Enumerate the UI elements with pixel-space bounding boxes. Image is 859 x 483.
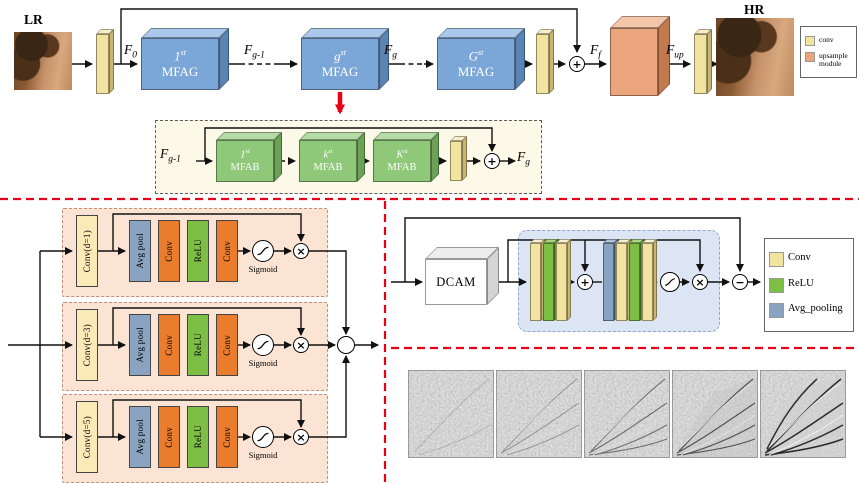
- conv-d1-layer: Conv(d=1): [76, 215, 98, 287]
- subtract-node-dcam: −: [732, 274, 748, 290]
- relu-layer-1: ReLU: [187, 220, 209, 282]
- conv-layer-3a: Conv: [158, 406, 180, 468]
- dcam-conv-layer-2: [556, 239, 571, 321]
- relu-layer-3: ReLU: [187, 406, 209, 468]
- conv-legend-swatch: [805, 35, 815, 46]
- conv-layer-2b: Conv: [216, 314, 238, 376]
- dcam-relu-layer-1: [543, 239, 558, 321]
- multiply-node-1: ×: [293, 243, 309, 259]
- sigmoid-label-3: Sigmoid: [248, 450, 278, 460]
- avg-pool-layer-1: Avg pool: [129, 220, 151, 282]
- dcam-conv-layer-4: [642, 239, 657, 321]
- feature-map-1: [408, 370, 494, 458]
- dcam-legend: Conv ReLU Avg_pooling: [764, 238, 854, 332]
- upsample-legend-label: upsample module: [819, 50, 848, 68]
- sigmoid-curve-icon: [257, 340, 269, 350]
- conv-legend-swatch: [769, 252, 784, 268]
- sigmoid-label-2: Sigmoid: [248, 358, 278, 368]
- fup-label: Fup: [666, 42, 684, 61]
- relu-layer-2: ReLU: [187, 314, 209, 376]
- upsample-legend-swatch: [805, 51, 815, 62]
- sigmoid-label-1: Sigmoid: [248, 264, 278, 274]
- conv-layer-output: [694, 29, 712, 94]
- top-legend: conv upsample module: [800, 26, 857, 78]
- sigmoid-curve-icon: [257, 432, 269, 442]
- sigmoid-curve-icon: [257, 246, 269, 256]
- fg-1-label: Fg-1: [244, 42, 265, 61]
- conv-layer-mfag-detail: [450, 136, 467, 181]
- sigmoid-curve-icon: [665, 278, 675, 286]
- sigmoid-node-3: [252, 426, 274, 448]
- dcam-conv-layer-3: [616, 239, 631, 321]
- relu-legend-swatch: [769, 277, 784, 293]
- detail-input-label: Fg-1: [160, 146, 181, 165]
- avg-pooling-legend-swatch: [769, 302, 784, 318]
- multiply-node-dcam: ×: [692, 274, 708, 290]
- feature-map-4: [672, 370, 758, 458]
- add-node-global: +: [569, 56, 585, 72]
- fg-label: Fg: [384, 42, 397, 61]
- feature-map-3: [584, 370, 670, 458]
- dcam-box: DCAM: [425, 247, 499, 305]
- dcam-conv-layer-1: [530, 239, 545, 321]
- feature-map-5: [760, 370, 846, 458]
- upsample-module: [610, 16, 670, 96]
- conv-layer-1a: Conv: [158, 220, 180, 282]
- add-node-dcam: +: [577, 274, 593, 290]
- conv-legend-label: Conv: [788, 252, 811, 264]
- multiply-node-2: ×: [293, 337, 309, 353]
- ff-label: Ff: [590, 42, 601, 61]
- conv-layer-3b: Conv: [216, 406, 238, 468]
- conv-layer-input: [96, 29, 114, 94]
- avg-pooling-legend-label: Avg_pooling: [788, 302, 843, 314]
- conv-layer-fusion: [536, 29, 554, 94]
- conv-d5-layer: Conv(d=5): [76, 401, 98, 473]
- conv-d3-layer: Conv(d=3): [76, 309, 98, 381]
- dcam-avg-pool-layer: [603, 239, 618, 321]
- avg-pool-layer-2: Avg pool: [129, 314, 151, 376]
- conv-layer-1b: Conv: [216, 220, 238, 282]
- add-node-mfag: +: [484, 153, 500, 169]
- hr-label: HR: [744, 2, 765, 17]
- conv-layer-2a: Conv: [158, 314, 180, 376]
- dcam-relu-layer-2: [629, 239, 644, 321]
- f0-label: F0: [124, 42, 137, 61]
- merge-node: [337, 336, 355, 354]
- feature-map-2: [496, 370, 582, 458]
- lr-image: [14, 32, 72, 90]
- sigmoid-node-dcam: [660, 272, 680, 292]
- avg-pool-layer-3: Avg pool: [129, 406, 151, 468]
- relu-legend-label: ReLU: [788, 277, 814, 289]
- multiply-node-3: ×: [293, 429, 309, 445]
- conv-legend-label: conv: [819, 34, 834, 44]
- lr-label: LR: [24, 12, 43, 27]
- sigmoid-node-1: [252, 240, 274, 262]
- sigmoid-node-2: [252, 334, 274, 356]
- detail-output-label: Fg: [517, 149, 530, 168]
- hr-image: [716, 18, 794, 96]
